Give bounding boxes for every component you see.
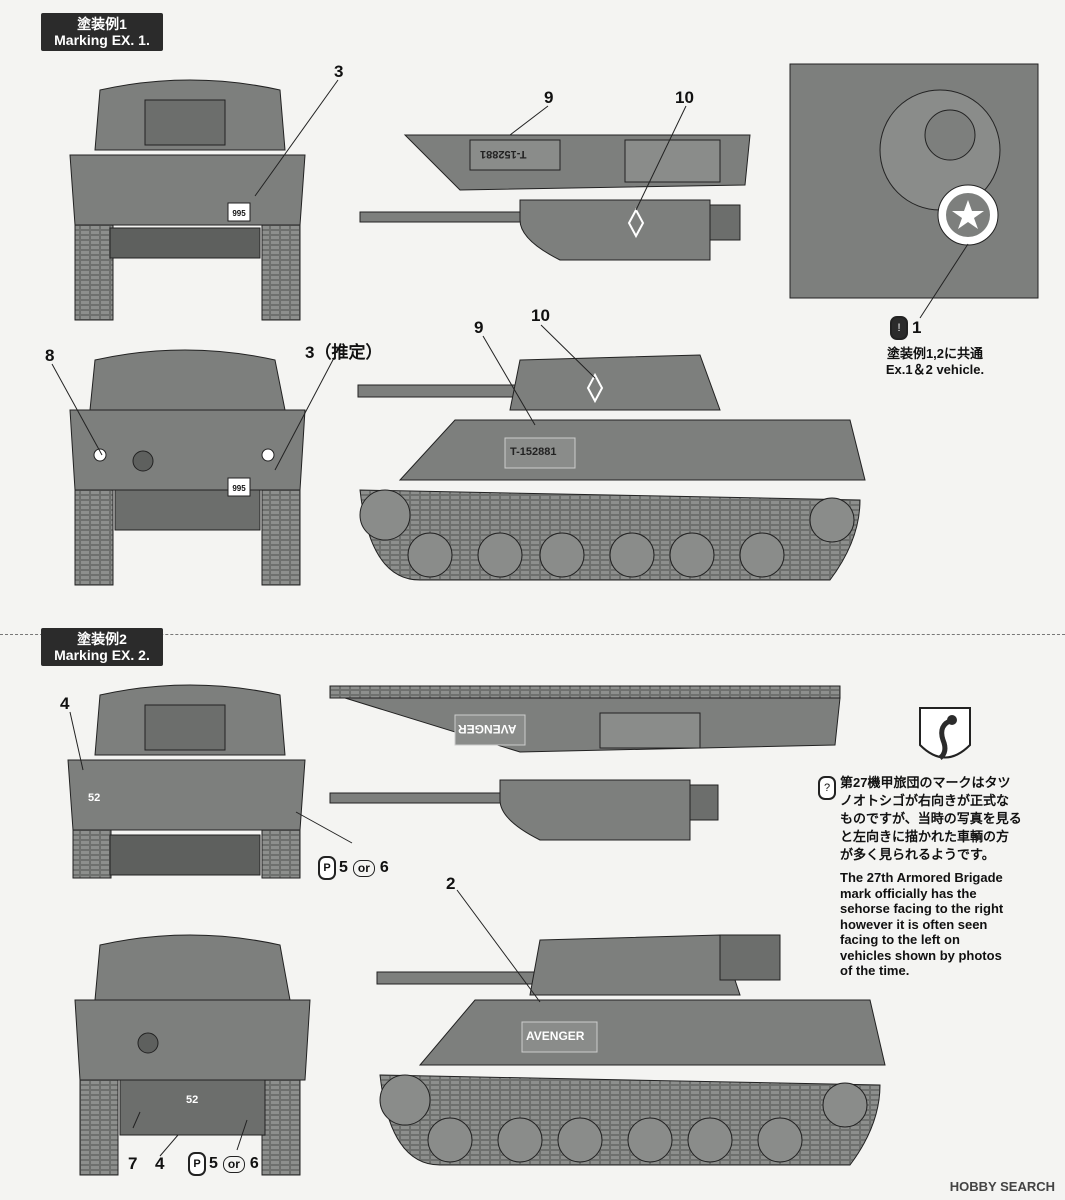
callout-4-bottom: 4 <box>155 1154 165 1173</box>
brigade-note-en: The 27th Armored Brigade mark officially… <box>840 870 1050 979</box>
note-en-line: mark officially has the <box>840 885 977 901</box>
leader-lines <box>51 79 969 1157</box>
section-label-jp: 塗装例1 <box>77 16 127 32</box>
paint-icon: P <box>318 856 336 880</box>
note-jp-line: と左向きに描かれた車輌の方 <box>840 829 1010 844</box>
paint-code-callout-front: P 5 or 6 <box>318 856 389 880</box>
top-view-tank-1 <box>359 134 751 261</box>
note-jp-line: 第27機甲旅団のマークはタツ <box>840 775 1011 790</box>
callout-3: 3 <box>334 62 344 81</box>
serial-number-side: T-152881 <box>510 446 557 458</box>
note-en-line: vehicles shown by photos <box>840 947 1002 963</box>
decal-icon: ! <box>890 316 908 340</box>
callout-2: 2 <box>446 874 456 893</box>
detail-inset-top-view <box>789 63 1039 299</box>
paint-code-a: 5 <box>209 1155 218 1172</box>
vehicle-name-side: AVENGER <box>526 1029 585 1043</box>
note-en-line: facing to the left on <box>840 932 960 947</box>
top-view-tank-2 <box>329 685 841 841</box>
side-view-tank-1 <box>357 354 866 581</box>
seahorse-emblem-icon <box>919 707 971 760</box>
front-view-tank-2 <box>67 684 306 879</box>
note-en-line: The 27th Armored Brigade <box>840 870 1003 885</box>
tactical-number-rear: 52 <box>186 1094 199 1106</box>
paint-code-b: 6 <box>379 859 389 876</box>
tactical-number-front: 52 <box>88 792 101 804</box>
section-label-marking-1: 塗装例1 Marking EX. 1. <box>41 13 163 51</box>
watermark: HOBBY SEARCH <box>949 1179 1055 1194</box>
section-label-en: Marking EX. 2. <box>54 647 150 663</box>
note-en-line: of the time. <box>840 963 910 978</box>
note-jp-line: が多く見られるようです。 <box>840 847 995 862</box>
paint-code-b: 6 <box>249 1155 259 1172</box>
plate-number-rear: 995 <box>232 484 246 493</box>
callout-10-top: 10 <box>675 88 694 107</box>
rear-view-tank-2 <box>74 934 311 1176</box>
callout-1-group: ! 1 <box>890 316 921 340</box>
or-label: or <box>222 1155 245 1173</box>
callout-7: 7 <box>128 1154 138 1173</box>
callout-4: 4 <box>60 694 70 713</box>
paint-icon: P <box>188 1152 206 1176</box>
section-label-jp: 塗装例2 <box>77 631 127 647</box>
section-label-en: Marking EX. 1. <box>54 32 150 48</box>
section-divider <box>0 634 1065 635</box>
paint-code-callout-rear: P 5 or 6 <box>188 1152 259 1176</box>
note-jp-line: ものですが、当時の写真を見る <box>840 811 1022 826</box>
or-label: or <box>352 859 375 877</box>
note-en-line: sehorse facing to the right <box>840 901 1004 916</box>
callout-3-estimated: 3（推定） <box>305 343 383 362</box>
note-en-line: however it is often seen <box>840 916 988 932</box>
common-caption: 塗装例1,2に共通 Ex.1＆2 vehicle. <box>860 346 1010 378</box>
note-jp-line: ノオトシゴが右向きが正式な <box>840 793 1010 808</box>
front-view-tank-1 <box>69 79 306 321</box>
callout-1: 1 <box>912 318 922 337</box>
callout-8: 8 <box>45 346 55 365</box>
callout-9-side: 9 <box>474 318 484 337</box>
common-caption-jp: 塗装例1,2に共通 <box>886 346 984 361</box>
section-label-marking-2: 塗装例2 Marking EX. 2. <box>41 628 163 666</box>
paint-code-a: 5 <box>339 859 348 876</box>
callout-9-top: 9 <box>544 88 554 107</box>
callout-10-side: 10 <box>531 306 550 325</box>
vehicle-name-top: AVENGER <box>458 722 517 736</box>
plate-number-front: 995 <box>232 209 246 218</box>
info-icon: ? <box>818 776 836 800</box>
side-view-tank-2 <box>376 934 886 1166</box>
serial-number-top: T-152881 <box>480 148 527 160</box>
rear-view-tank-1 <box>69 349 306 586</box>
common-caption-en: Ex.1＆2 vehicle. <box>885 362 985 377</box>
brigade-note-jp: 第27機甲旅団のマークはタツ ノオトシゴが右向きが正式な ものですが、当時の写真… <box>840 774 1050 864</box>
